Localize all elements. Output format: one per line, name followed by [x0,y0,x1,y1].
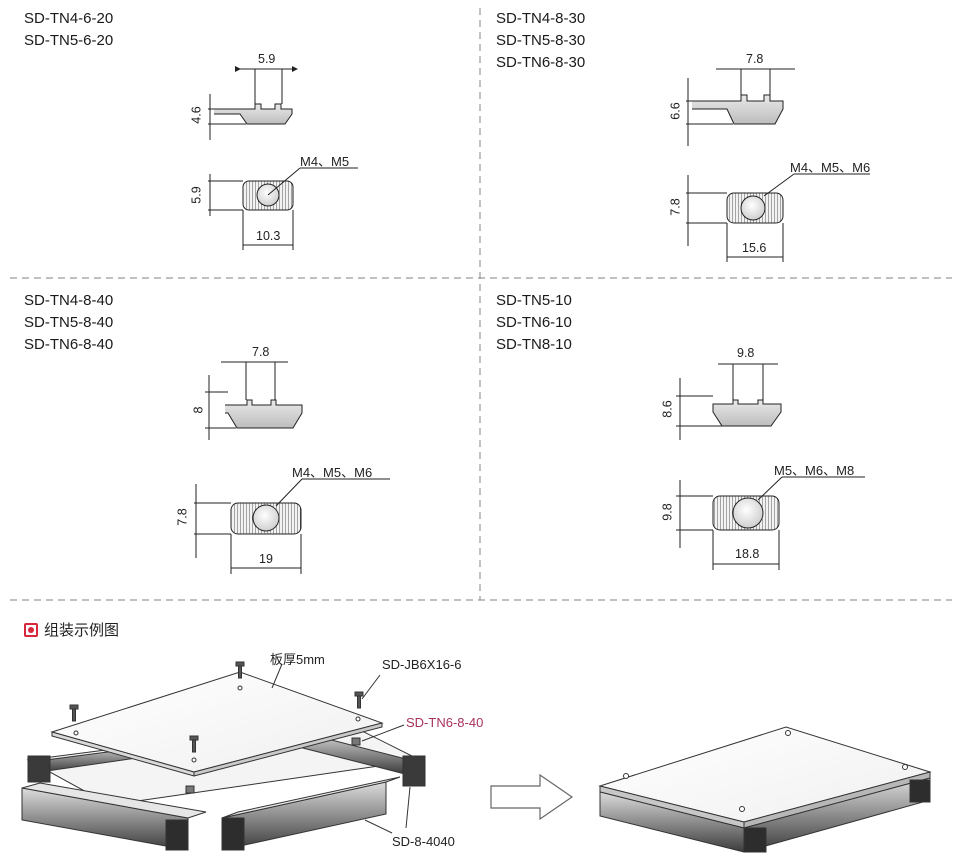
panel-4-models: SD-TN5-10 SD-TN6-10 SD-TN8-10 [496,290,572,356]
panel-3-threads: M4、M5、M6 [292,465,373,480]
assembly-arrow [490,773,574,821]
panel-2-model-3: SD-TN6-8-30 [496,54,586,71]
panel-1-model-2: SD-TN5-6-20 [24,32,114,49]
panel-2-drawing [686,68,870,262]
panel-2-threads: M4、M5、M6 [790,160,871,175]
panel-dividers [10,8,952,601]
panel-3-height-front: 7.8 [175,508,190,526]
plate-thickness-label: 板厚5mm [270,652,325,667]
panel-4-threads: M5、M6、M8 [774,463,855,478]
nut-label: SD-TN6-8-40 [406,715,484,730]
panel-3-model-3: SD-TN6-8-40 [24,336,114,353]
panel-1-threads: M4、M5 [300,154,350,169]
panel-4-model-3: SD-TN8-10 [496,336,572,353]
panel-2-height-side: 6.6 [668,102,683,120]
panel-3-model-2: SD-TN5-8-40 [24,314,114,331]
panel-3-drawing [194,361,390,574]
panel-2-model-2: SD-TN5-8-30 [496,32,586,49]
profile-label: SD-8-4040 [392,834,455,849]
panel-1-drawing [208,66,358,250]
panel-2-height-front: 7.8 [668,198,683,216]
section-bullet-icon [24,622,38,637]
assembly-leaders [271,663,411,834]
assembly-title-text: 组装示例图 [44,622,120,639]
panel-1-model-1: SD-TN4-6-20 [24,10,114,27]
screw-label: SD-JB6X16-6 [382,657,462,672]
assembly-section-title: 组装示例图 [24,619,119,640]
panel-3-models: SD-TN4-8-40 SD-TN5-8-40 SD-TN6-8-40 [24,290,113,356]
panel-2-models: SD-TN4-8-30 SD-TN5-8-30 SD-TN6-8-30 [496,8,585,74]
panel-4-height-front: 9.8 [660,503,675,521]
panel-3-width-top: 7.8 [252,345,270,359]
panel-1-height-front: 5.9 [189,186,204,204]
panel-2-model-1: SD-TN4-8-30 [496,10,586,27]
panel-3-height-side: 8 [191,406,206,414]
panel-2-length: 15.6 [742,241,767,255]
panel-3-model-1: SD-TN4-8-40 [24,292,114,309]
panel-4-model-1: SD-TN5-10 [496,292,572,309]
panel-4-length: 18.8 [735,547,760,561]
panel-2-width-top: 7.8 [746,52,764,66]
panel-4-drawing [676,363,865,570]
panel-4-height-side: 8.6 [660,400,675,418]
panel-1-models: SD-TN4-6-20 SD-TN5-6-20 [24,8,113,52]
panel-1-height-side: 4.6 [189,106,204,124]
assembly-result [598,726,932,853]
panel-1-length: 10.3 [256,229,281,243]
panel-4-width-top: 9.8 [737,346,755,360]
panel-1-width-top: 5.9 [258,52,276,66]
panel-4-model-2: SD-TN6-10 [496,314,572,331]
assembly-exploded [21,661,426,851]
panel-3-length: 19 [259,552,273,566]
